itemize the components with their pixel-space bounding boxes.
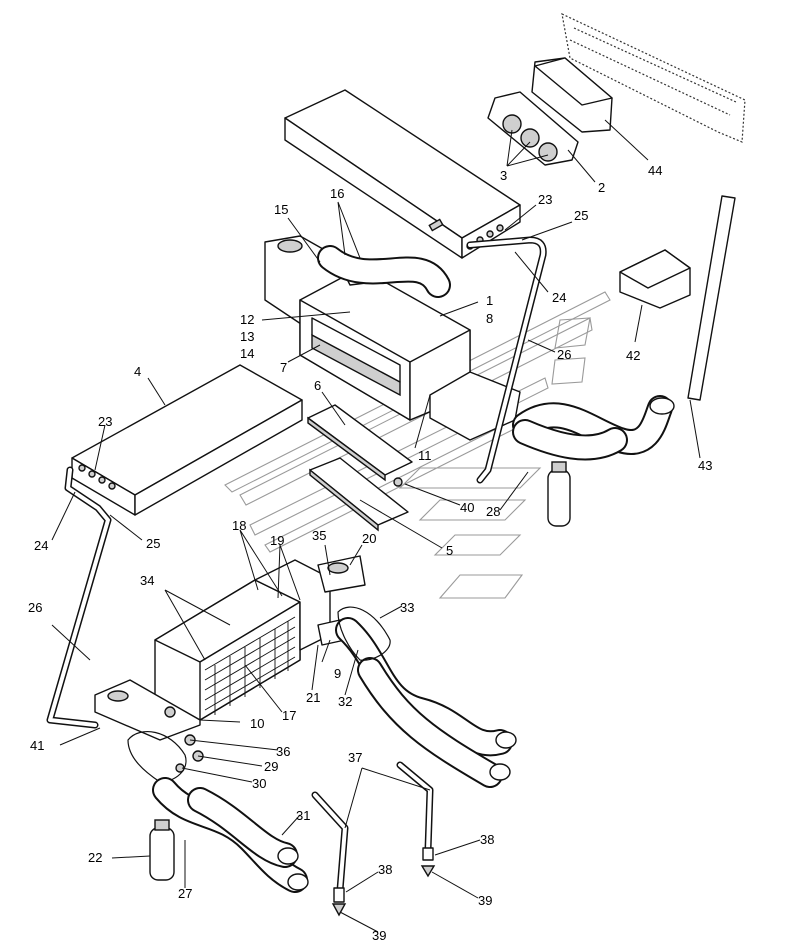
label-40: 40 xyxy=(460,500,474,515)
label-5: 5 xyxy=(446,543,453,558)
label-29: 29 xyxy=(264,759,278,774)
bracket-42 xyxy=(619,249,691,309)
lower-evaporator-box-4 xyxy=(71,364,303,516)
label-33: 33 xyxy=(400,600,414,615)
label-44: 44 xyxy=(648,163,662,178)
label-16: 16 xyxy=(330,186,344,201)
label-7: 7 xyxy=(280,360,287,375)
label-25-lower: 25 xyxy=(146,536,160,551)
label-3: 3 xyxy=(500,168,507,183)
label-26-lower: 26 xyxy=(28,600,42,615)
label-14: 14 xyxy=(240,346,254,361)
label-37: 37 xyxy=(348,750,362,765)
label-41: 41 xyxy=(30,738,44,753)
label-24-lower: 24 xyxy=(34,538,48,553)
label-34: 34 xyxy=(140,573,154,588)
label-39-right: 39 xyxy=(478,893,492,908)
label-27: 27 xyxy=(178,886,192,901)
label-38-right: 38 xyxy=(480,832,494,847)
label-30: 30 xyxy=(252,776,266,791)
label-9: 9 xyxy=(334,666,341,681)
receiver-drier-22 xyxy=(149,819,175,881)
label-31: 31 xyxy=(296,808,310,823)
label-8: 8 xyxy=(486,311,493,326)
refrigerant-line-26-lower xyxy=(46,466,112,729)
label-22: 22 xyxy=(88,850,102,865)
label-25-upper: 25 xyxy=(574,208,588,223)
upper-hoses xyxy=(317,245,675,461)
label-4: 4 xyxy=(134,364,141,379)
label-10: 10 xyxy=(250,716,264,731)
strip-43 xyxy=(687,195,736,401)
lower-heater-housing-18 xyxy=(94,555,366,741)
label-6: 6 xyxy=(314,378,321,393)
fastener-40 xyxy=(393,477,403,487)
label-13: 13 xyxy=(240,329,254,344)
label-1: 1 xyxy=(486,293,493,308)
label-42: 42 xyxy=(626,348,640,363)
label-18: 18 xyxy=(232,518,246,533)
label-23-upper: 23 xyxy=(538,192,552,207)
label-20: 20 xyxy=(362,531,376,546)
label-32: 32 xyxy=(338,694,352,709)
leader-lines xyxy=(51,119,701,933)
label-39-left: 39 xyxy=(372,928,386,943)
label-21: 21 xyxy=(306,690,320,705)
receiver-drier-28 xyxy=(547,461,571,527)
label-28: 28 xyxy=(486,504,500,519)
lower-left-hose-31 xyxy=(127,731,309,893)
label-24-upper: 24 xyxy=(552,290,566,305)
label-36: 36 xyxy=(276,744,290,759)
label-11: 11 xyxy=(418,448,432,463)
upper-evaporator-housing-1 xyxy=(284,89,521,259)
label-15: 15 xyxy=(274,202,288,217)
label-12: 12 xyxy=(240,312,254,327)
label-38-left: 38 xyxy=(378,862,392,877)
filter-panel-6 xyxy=(307,404,413,482)
label-35: 35 xyxy=(312,528,326,543)
drain-tubes-37 xyxy=(311,761,436,917)
label-17: 17 xyxy=(282,708,296,723)
label-43: 43 xyxy=(698,458,712,473)
heater-grille-17 xyxy=(204,616,296,715)
vent-panel-2 xyxy=(487,91,579,166)
label-2: 2 xyxy=(598,180,605,195)
label-26-upper: 26 xyxy=(557,347,571,362)
label-23-lower: 23 xyxy=(98,414,112,429)
lower-right-hose-33 xyxy=(335,606,517,788)
refrigerant-line-26-upper xyxy=(466,236,547,484)
roof-duct-44 xyxy=(531,12,746,143)
filter-panel-5 xyxy=(309,457,409,532)
callout-labels: 1 8 2 3 44 23 25 24 16 15 12 13 14 7 26 … xyxy=(28,163,712,943)
label-19: 19 xyxy=(270,533,284,548)
